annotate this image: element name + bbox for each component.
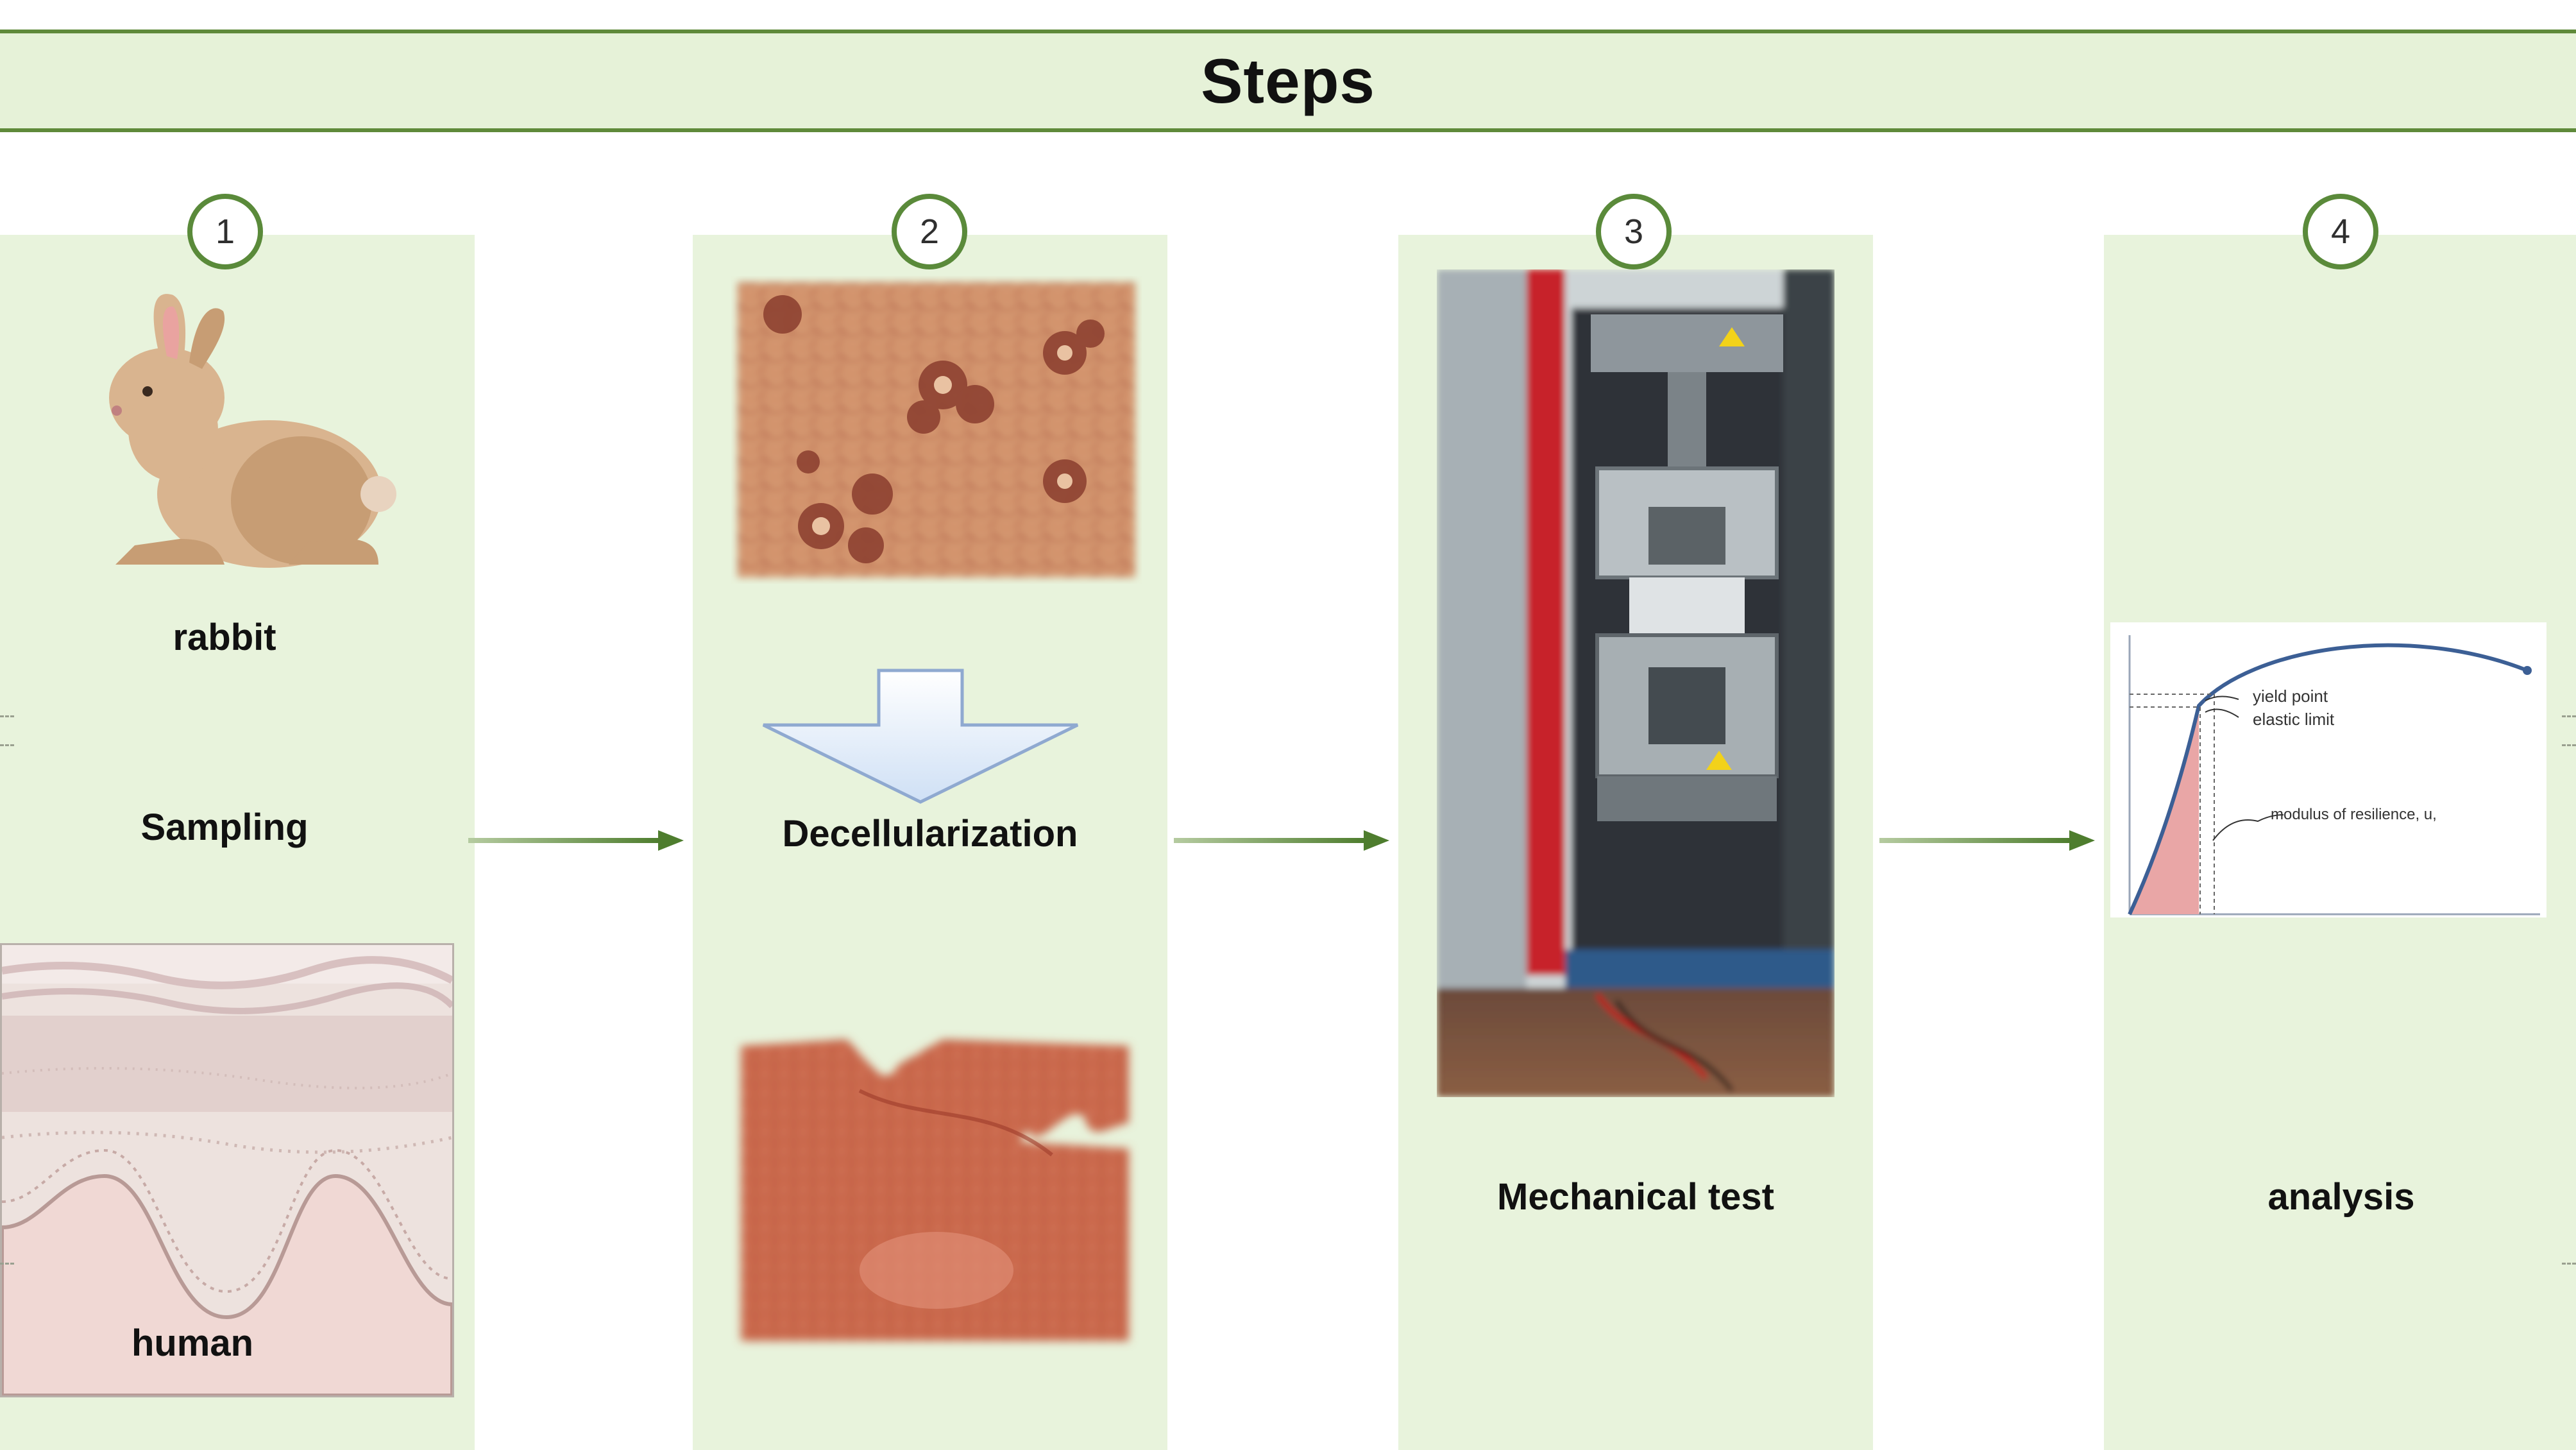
elastic-limit-annotation: elastic limit [2253,710,2335,729]
page-title: Steps [1201,45,1375,116]
arrow-step-3-to-4 [1879,830,2095,851]
step-4-number: 4 [2303,194,2378,269]
decellularized-tissue-histology [741,1039,1129,1341]
edge-mark [0,744,14,746]
step-3-number: 3 [1596,194,1672,269]
edge-mark [2562,1263,2576,1265]
step-3-label: Mechanical test [1497,1176,1774,1218]
stress-strain-graph: yield point elastic limit modulus of res… [2110,622,2546,917]
human-skin-histology [0,943,454,1397]
native-tissue-histology [738,282,1135,577]
step-2-number: 2 [892,194,967,269]
yield-point-annotation: yield point [2253,687,2328,706]
step-4-label: analysis [2267,1176,2415,1218]
modulus-annotation: modulus of resilience, u, [2271,806,2437,823]
step-1-label: Sampling [140,806,309,848]
step-2-label: Decellularization [782,813,1078,855]
tensile-testing-machine-photo [1437,269,1835,1097]
human-label: human [131,1322,254,1364]
step-1-number: 1 [187,194,263,269]
rabbit-label: rabbit [173,617,276,658]
rabbit-illustration [109,294,396,568]
edge-mark [2562,715,2576,717]
arrow-step-1-to-2 [468,830,684,851]
edge-mark [0,1263,14,1265]
down-arrow [762,669,1079,804]
arrow-step-2-to-3 [1174,830,1389,851]
edge-mark [2562,744,2576,746]
title-bar: Steps [0,30,2576,132]
edge-mark [0,715,14,717]
